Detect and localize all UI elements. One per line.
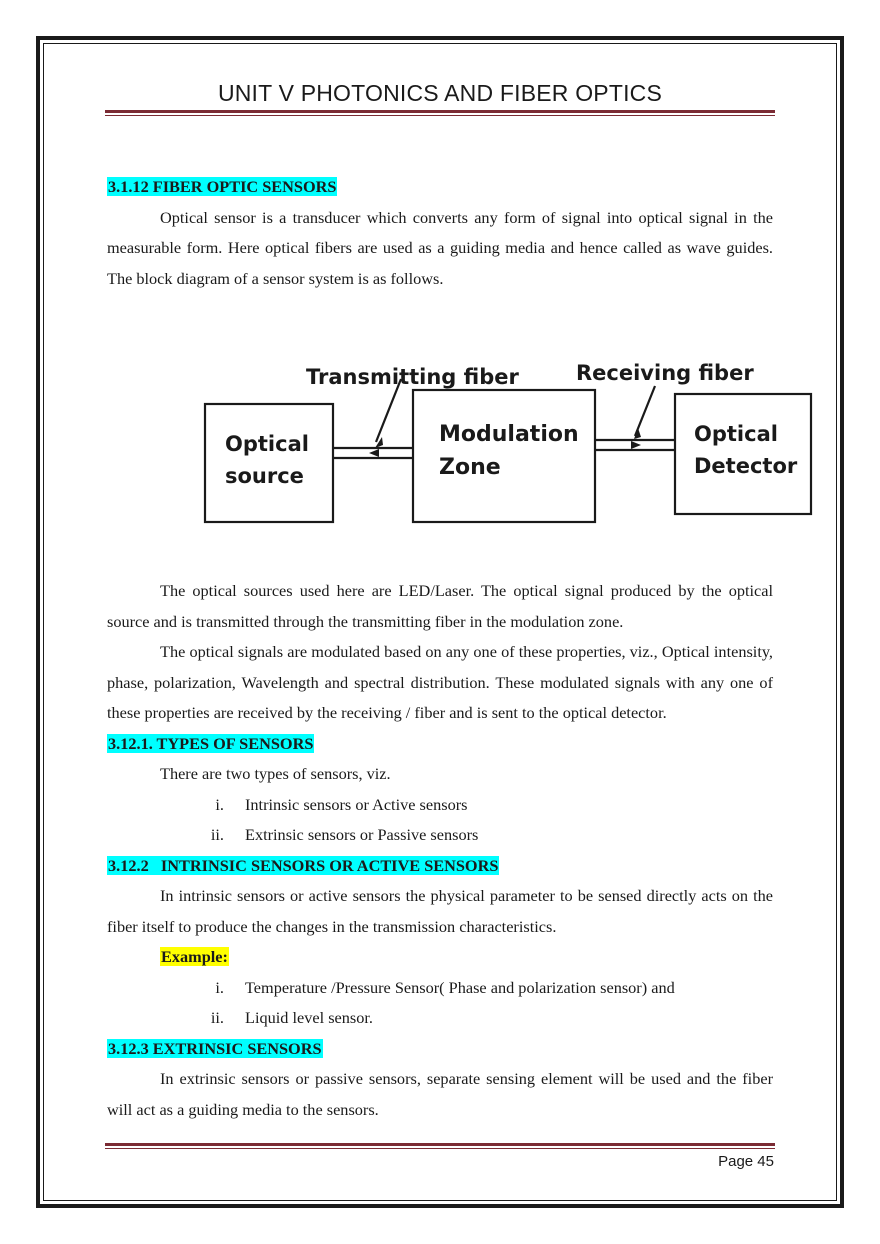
list-item-number: i.	[215, 794, 224, 814]
page-content: 3.1.12 FIBER OPTIC SENSORS Optical senso…	[107, 172, 813, 1125]
header-rule	[105, 110, 775, 116]
block-diagram-svg: Transmitting fiber Receiving fiber Optic…	[203, 361, 813, 524]
label-receiving-fiber: Receiving fiber	[576, 361, 754, 385]
list-item: i. Temperature /Pressure Sensor( Phase a…	[107, 973, 773, 1004]
source-label-line2: source	[225, 464, 304, 488]
optical-source-box	[203, 402, 335, 524]
paragraph-modulation: The optical signals are modulated based …	[107, 642, 773, 722]
heading-text: 3.12.2 INTRINSIC SENSORS OR ACTIVE SENSO…	[107, 855, 500, 875]
heading-text: 3.12.1. TYPES OF SENSORS	[107, 733, 315, 753]
receiving-fiber-pointer	[633, 385, 657, 437]
detector-label-line1: Optical	[694, 422, 778, 446]
list-item-text: Extrinsic sensors or Passive sensors	[245, 825, 479, 844]
modulation-label-line1: Modulation	[439, 422, 579, 447]
list-item-number: ii.	[210, 1008, 224, 1027]
modulation-label-line2: Zone	[439, 455, 501, 480]
transmitting-fiber-pointer	[374, 378, 403, 443]
list-item: ii. Extrinsic sensors or Passive sensors	[107, 820, 773, 851]
paragraph-extrinsic: In extrinsic sensors or passive sensors,…	[107, 1069, 773, 1119]
heading-intrinsic-sensors: 3.12.2 INTRINSIC SENSORS OR ACTIVE SENSO…	[107, 851, 773, 882]
intrinsic-examples-list: i. Temperature /Pressure Sensor( Phase a…	[107, 973, 773, 1034]
modulation-zone-box	[411, 388, 597, 524]
footer-rule	[105, 1143, 775, 1149]
page-number: Page 45	[718, 1153, 774, 1170]
heading-text: 3.1.12 FIBER OPTIC SENSORS	[107, 177, 338, 196]
paragraph-optical-sources: The optical sources used here are LED/La…	[107, 581, 773, 631]
heading-types-of-sensors: 3.12.1. TYPES OF SENSORS	[107, 729, 773, 760]
list-item-text: Temperature /Pressure Sensor( Phase and …	[245, 977, 675, 997]
page-border-inner	[43, 43, 837, 1201]
list-item-text: Intrinsic sensors or Active sensors	[245, 794, 468, 814]
page-header-title: UNIT V PHOTONICS AND FIBER OPTICS	[217, 80, 663, 106]
paragraph-intrinsic: In intrinsic sensors or active sensors t…	[107, 886, 773, 936]
paragraph-optical-sensor-definition: Optical sensor is a transducer which con…	[107, 207, 773, 288]
detector-label-line2: Detector	[694, 454, 798, 478]
label-transmitting-fiber: Transmitting fiber	[306, 365, 519, 389]
arrowhead-icon	[375, 437, 383, 448]
heading-text: 3.12.3 EXTRINSIC SENSORS	[107, 1038, 323, 1058]
types-intro: There are two types of sensors, viz.	[160, 764, 391, 783]
heading-fiber-optic-sensors: 3.1.12 FIBER OPTIC SENSORS	[107, 172, 773, 203]
page-border-outer	[36, 36, 844, 1208]
list-item-number: i.	[215, 977, 224, 997]
list-item-number: ii.	[210, 825, 224, 844]
source-label-line1: Optical	[225, 432, 309, 456]
arrowhead-icon	[634, 428, 641, 439]
heading-extrinsic-sensors: 3.12.3 EXTRINSIC SENSORS	[107, 1034, 773, 1065]
list-item-text: Liquid level sensor.	[245, 1008, 373, 1027]
list-item: ii. Liquid level sensor.	[107, 1003, 773, 1034]
arrow-icon	[631, 441, 641, 449]
types-list: i. Intrinsic sensors or Active sensors i…	[107, 790, 773, 851]
list-item: i. Intrinsic sensors or Active sensors	[107, 790, 773, 821]
optical-detector-box	[673, 392, 813, 516]
example-label: Example:	[160, 947, 229, 966]
arrow-icon	[369, 449, 379, 457]
example-line: Example:	[107, 942, 773, 973]
sensor-block-diagram: Transmitting fiber Receiving fiber Optic…	[107, 324, 813, 572]
